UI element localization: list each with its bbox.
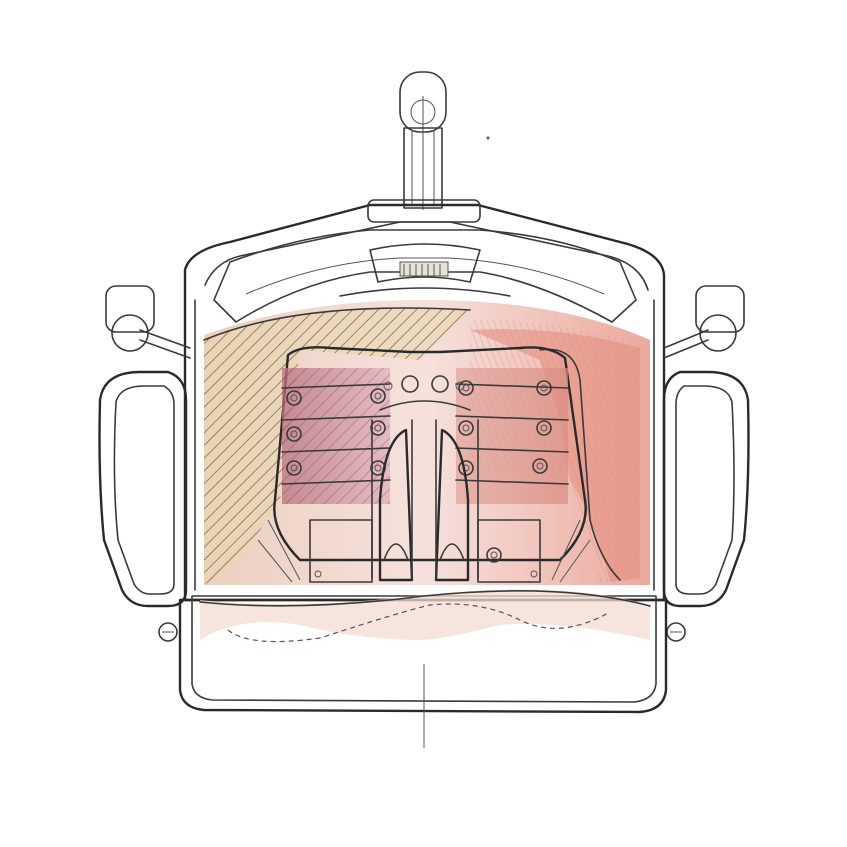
ink-mark bbox=[486, 136, 490, 140]
mechanism-icon bbox=[257, 375, 591, 583]
crossbar-icon bbox=[213, 199, 637, 323]
shaded-panel-icon bbox=[470, 329, 640, 582]
backrest-window bbox=[273, 346, 587, 562]
armrest-icon bbox=[98, 285, 191, 642]
headrest-post-icon bbox=[399, 71, 447, 210]
slat-bank-icon bbox=[281, 368, 391, 504]
hatched-panel-icon bbox=[203, 307, 471, 585]
slat-bank-icon bbox=[455, 368, 569, 504]
seat-cushion-icon bbox=[178, 589, 668, 748]
armrest-icon bbox=[662, 285, 750, 642]
